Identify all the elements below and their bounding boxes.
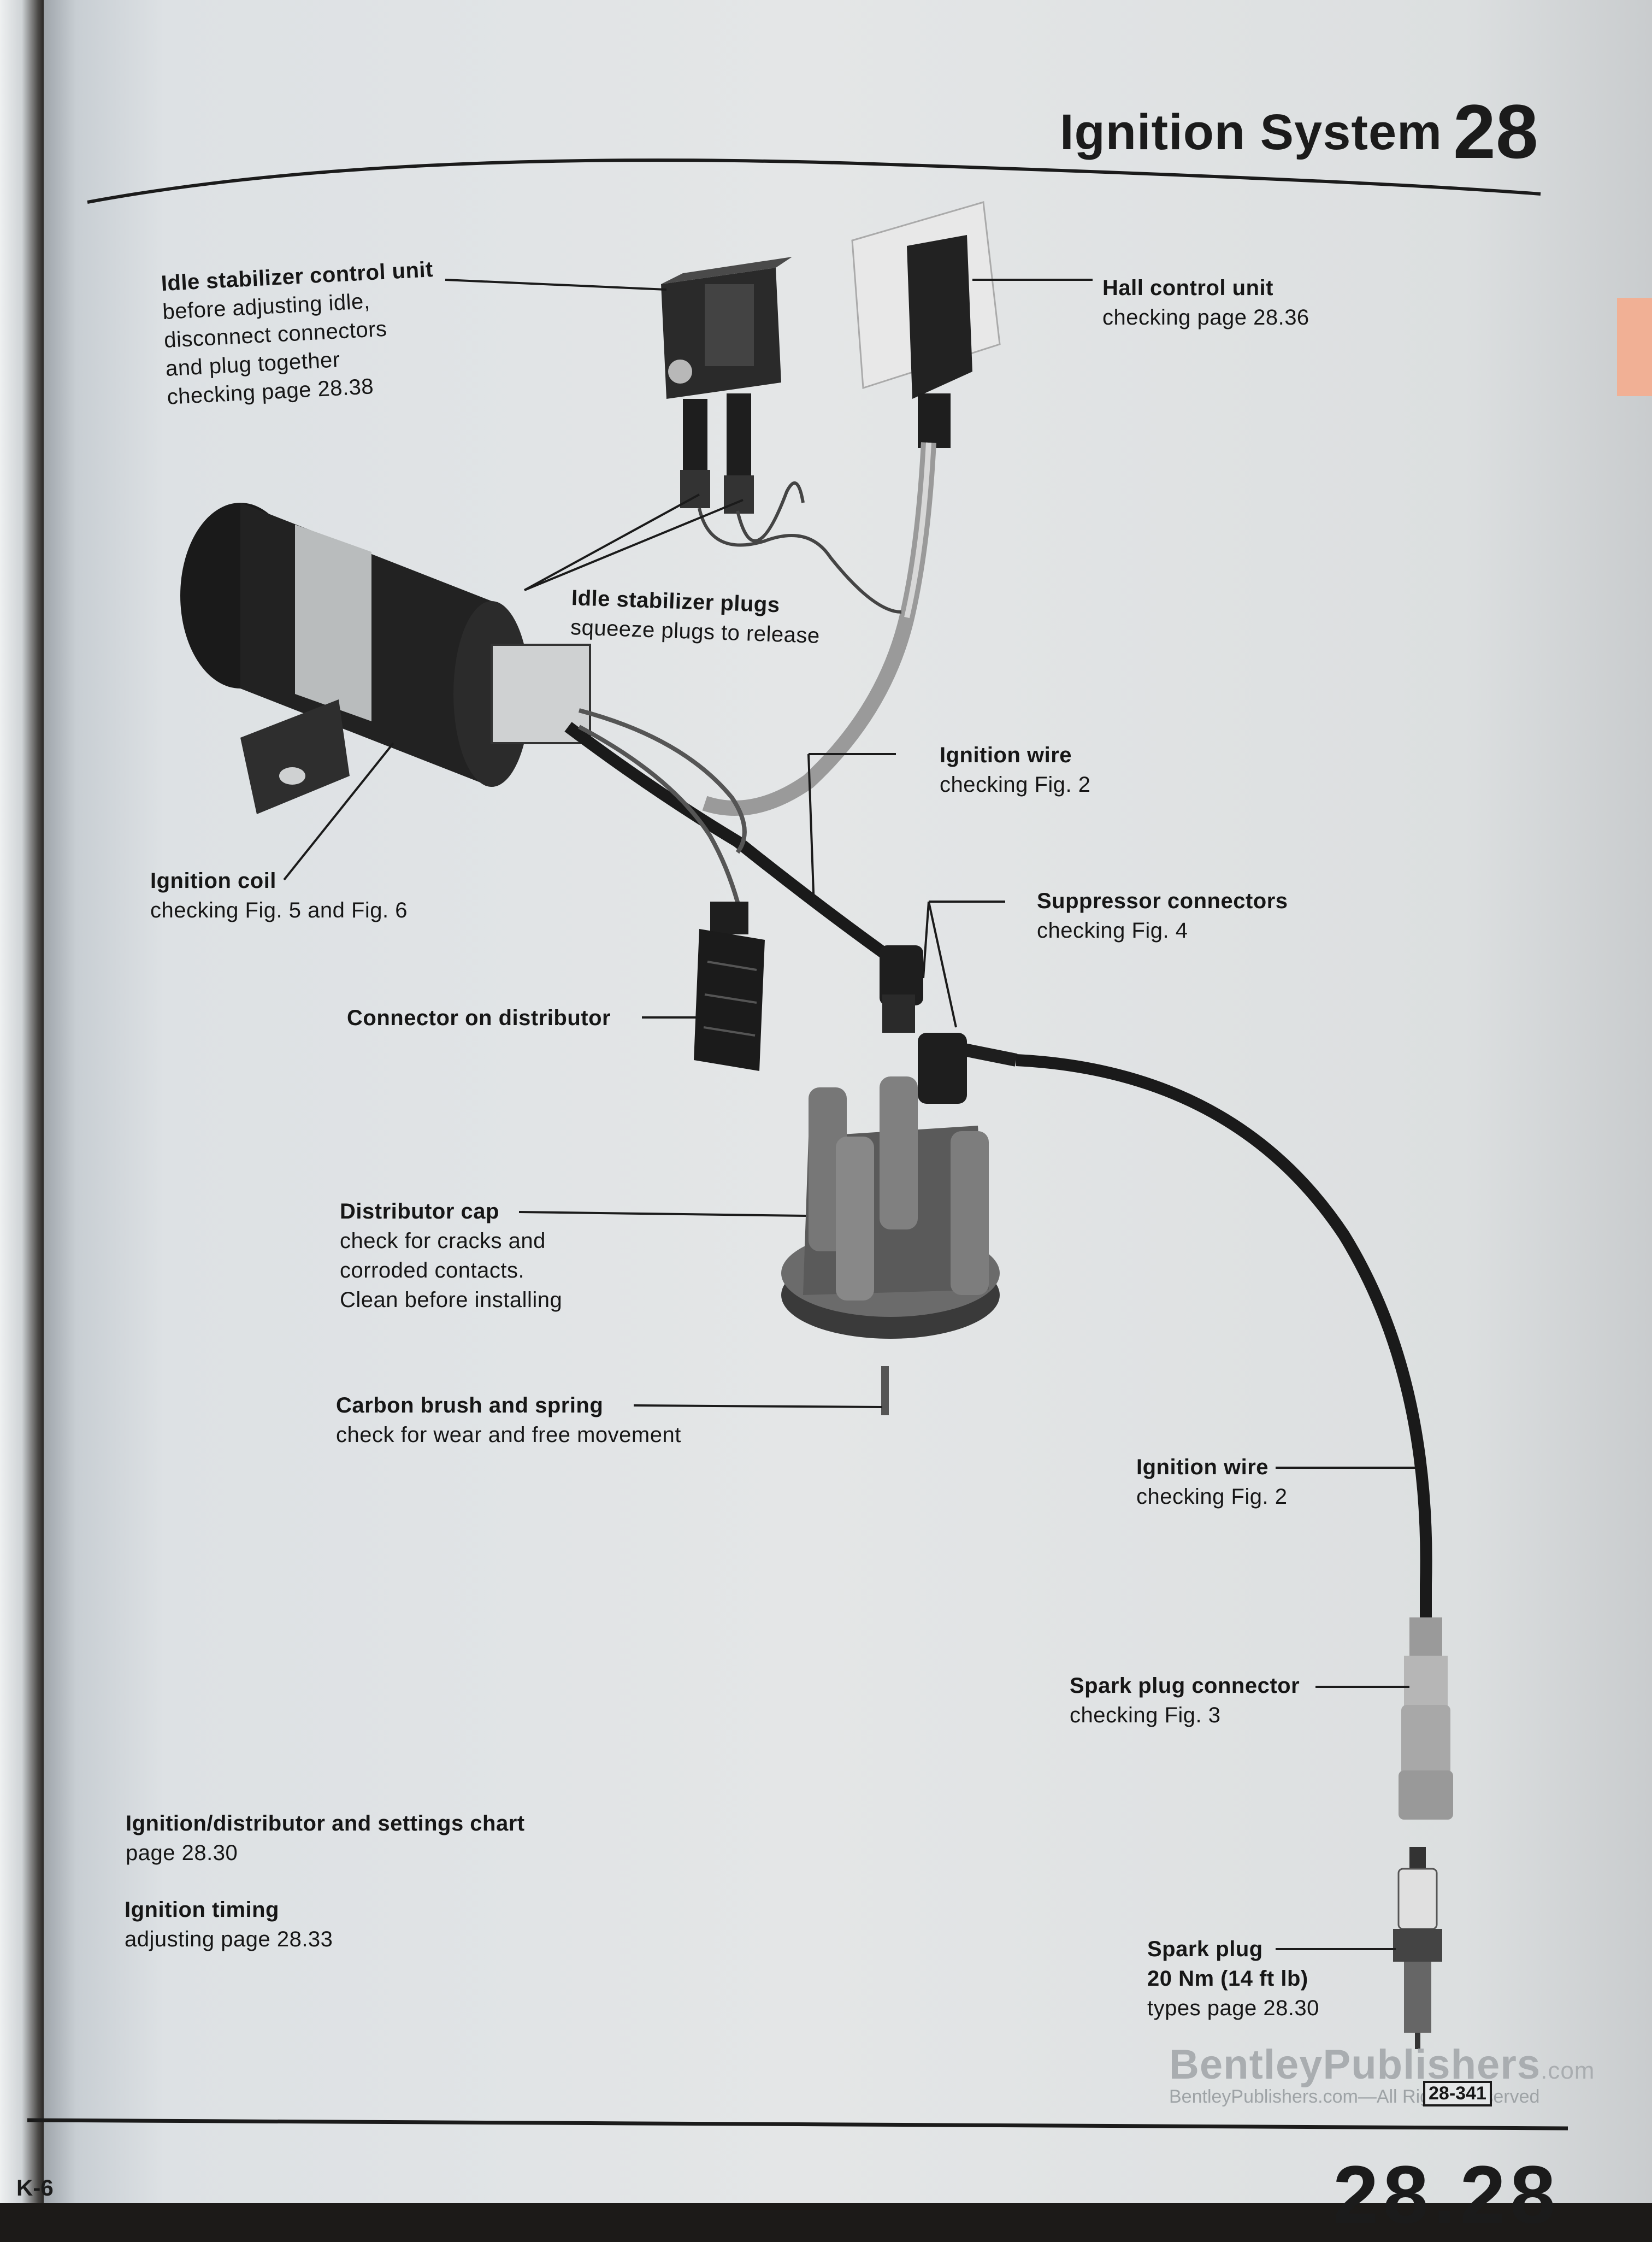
callout-ignition-wire-upper: Ignition wire checking Fig. 2 bbox=[940, 740, 1091, 799]
footer-rule bbox=[27, 2118, 1568, 2131]
header-rule bbox=[87, 158, 1541, 204]
callout-title: Ignition timing bbox=[125, 1898, 279, 1922]
page-edge bbox=[0, 0, 44, 2203]
page-number: 28.28 bbox=[1333, 2149, 1560, 2240]
callout-title: Ignition wire bbox=[940, 743, 1072, 767]
callout-title: Spark plug bbox=[1147, 1937, 1263, 1961]
callout-ignition-coil: Ignition coil checking Fig. 5 and Fig. 6 bbox=[150, 866, 408, 925]
idle-control-unit-drawing bbox=[661, 257, 792, 514]
manual-page bbox=[44, 0, 1652, 2203]
figure-number: 28-341 bbox=[1423, 2081, 1492, 2106]
callout-spark-plug: Spark plug 20 Nm (14 ft lb) types page 2… bbox=[1147, 1934, 1319, 2023]
callout-idle-stabilizer-plugs: Idle stabilizer plugs squeeze plugs to r… bbox=[570, 583, 821, 651]
ignition-coil-drawing bbox=[180, 503, 591, 814]
callout-text: Clean before installing bbox=[340, 1288, 563, 1312]
callout-carbon-brush: Carbon brush and spring check for wear a… bbox=[336, 1391, 681, 1450]
publisher-watermark: BentleyPublishers.com bbox=[1169, 2041, 1595, 2088]
section-number: 28 bbox=[1453, 89, 1538, 174]
callout-idle-control-unit: Idle stabilizer control unit before adju… bbox=[161, 255, 440, 411]
callout-ignition-timing-reference: Ignition timing adjusting page 28.33 bbox=[125, 1895, 333, 1954]
callout-title: Carbon brush and spring bbox=[336, 1393, 604, 1417]
callout-title: Ignition coil bbox=[150, 869, 276, 893]
callout-title: Suppressor connectors bbox=[1037, 889, 1288, 913]
callout-text: checking Fig. 2 bbox=[940, 773, 1091, 797]
callout-text: types page 28.30 bbox=[1147, 1996, 1319, 2020]
callout-text: page 28.30 bbox=[126, 1841, 238, 1865]
callout-text: checking page 28.36 bbox=[1102, 305, 1309, 329]
watermark-brand: BentleyPublishers bbox=[1169, 2041, 1541, 2088]
callout-title: Ignition/distributor and settings chart bbox=[126, 1811, 525, 1835]
callout-text: corroded contacts. bbox=[340, 1258, 525, 1282]
section-tab-marker bbox=[1617, 298, 1652, 396]
distributor-connector-drawing bbox=[694, 902, 765, 1071]
watermark-suffix: .com bbox=[1541, 2057, 1595, 2084]
spark-plug-drawing bbox=[1393, 1847, 1442, 2049]
callout-title: Ignition wire bbox=[1136, 1455, 1269, 1479]
callout-text: check for wear and free movement bbox=[336, 1423, 681, 1447]
callout-title: Spark plug connector bbox=[1070, 1674, 1300, 1698]
spark-plug-connector-drawing bbox=[1399, 1617, 1453, 1820]
callout-suppressor-connectors: Suppressor connectors checking Fig. 4 bbox=[1037, 886, 1288, 945]
leader-lines bbox=[283, 279, 1420, 1950]
callout-text: adjusting page 28.33 bbox=[125, 1927, 333, 1951]
callout-distributor-cap: Distributor cap check for cracks and cor… bbox=[340, 1197, 562, 1315]
callout-title: Distributor cap bbox=[340, 1199, 499, 1223]
callout-title: Hall control unit bbox=[1102, 276, 1273, 300]
callout-text: check for cracks and bbox=[340, 1229, 546, 1253]
page-title: Ignition System bbox=[1060, 104, 1442, 160]
distributor-cap-drawing bbox=[781, 1033, 1018, 1415]
callout-spark-plug-connector: Spark plug connector checking Fig. 3 bbox=[1070, 1671, 1300, 1730]
hall-control-unit-drawing bbox=[851, 201, 1001, 448]
callout-text: checking Fig. 3 bbox=[1070, 1703, 1221, 1727]
callout-title: Connector on distributor bbox=[347, 1006, 611, 1030]
callout-text: checking Fig. 5 and Fig. 6 bbox=[150, 898, 408, 922]
margin-mark: K-6 bbox=[16, 2175, 54, 2200]
callout-ignition-wire-lower: Ignition wire checking Fig. 2 bbox=[1136, 1452, 1288, 1511]
callout-hall-control-unit: Hall control unit checking page 28.36 bbox=[1102, 273, 1309, 332]
callout-text: checking Fig. 4 bbox=[1037, 919, 1188, 943]
callout-settings-chart-reference: Ignition/distributor and settings chart … bbox=[126, 1809, 525, 1868]
callout-text: checking Fig. 2 bbox=[1136, 1485, 1288, 1509]
callout-connector-on-distributor: Connector on distributor bbox=[347, 1003, 611, 1033]
callout-text: 20 Nm (14 ft lb) bbox=[1147, 1967, 1308, 1991]
